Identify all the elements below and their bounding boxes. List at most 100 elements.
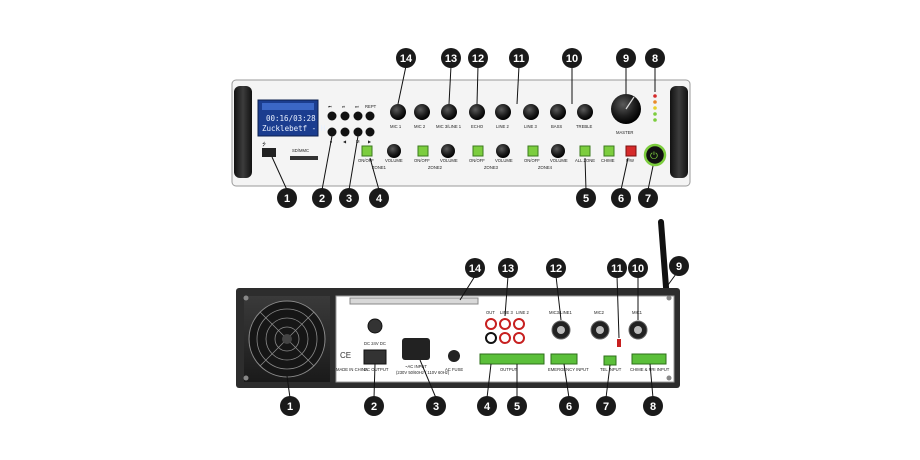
zone3-volume-knob[interactable] [496,144,510,158]
usb-port[interactable] [262,148,276,157]
callout-r-4-badge [477,396,497,416]
front-handle-left[interactable] [234,86,252,178]
leader-r-13 [504,275,509,317]
power-button[interactable] [643,143,667,167]
play-pause-button[interactable] [340,111,350,121]
callout-r-12-badge [546,258,566,278]
callout-f-10-text: 10 [566,53,578,65]
callout-r-13-badge [498,258,518,278]
mic1-knob[interactable] [390,104,406,120]
rca-jacks: OUT LINE 3 LINE 2 [485,310,529,344]
mic2-knob[interactable] [414,104,430,120]
repeat-button[interactable] [365,111,375,121]
callout-r-9-badge [669,256,689,276]
usb-icon: ⭍ [262,142,266,148]
callout-f-4-badge [369,188,389,208]
leader-f-1 [271,156,288,191]
rca-out-top[interactable] [485,318,497,330]
chime-button[interactable] [603,145,615,157]
callout-r-11-text: 11 [611,263,623,275]
forward-button[interactable] [365,127,375,137]
tel-input-terminal[interactable] [603,355,617,366]
callout-r-3-badge [426,396,446,416]
line2-knob[interactable] [495,104,511,120]
front-panel: 00:16/03:28 Zucklebetf - H ⭍ SD/MMC ⏮ ⏯ … [231,79,691,187]
line3-knob[interactable] [523,104,539,120]
treble-knob[interactable] [577,104,593,120]
callout-r-2-text: 2 [371,401,377,413]
rca-line2-bottom[interactable] [513,332,525,344]
callout-f-4-text: 4 [376,193,383,205]
mic3-line1-knob-label: MIC 3/LINE 1 [436,124,462,129]
led-3 [653,106,657,110]
fan-ring-3 [274,326,300,352]
zone3-onoff-button[interactable] [472,145,484,157]
callout-r-14-text: 14 [469,263,482,275]
callout-f-11-text: 11 [513,53,525,65]
rca-out-bottom[interactable] [485,332,497,344]
rca-line3-top[interactable] [499,318,511,330]
dc-label: DC 24V DC [364,341,386,346]
leader-r-11 [616,275,620,339]
mic2-knob-label: MIC 2 [414,124,426,129]
ground-screw[interactable] [367,318,383,334]
zone4-onoff-button[interactable] [527,145,539,157]
phantom-switch[interactable] [617,339,621,347]
leader-f-13 [448,65,452,105]
callout-f-9-badge [616,48,636,68]
stop-button[interactable] [327,127,337,137]
zone4-volume-knob[interactable] [551,144,565,158]
ce-mark: CE [340,351,351,360]
echo-knob[interactable] [469,104,485,120]
leader-r-7 [605,364,611,399]
mode-button[interactable] [353,127,363,137]
bass-knob[interactable] [550,104,566,120]
mic1-label: MIC1 [632,310,643,315]
zone1-volume-knob[interactable] [387,144,401,158]
callout-f-5-badge [576,188,596,208]
prev-button[interactable] [327,111,337,121]
leader-f-11 [516,65,520,105]
zone1-onoff-button[interactable] [361,145,373,157]
callout-f-9-text: 9 [623,53,629,65]
callout-f-2-badge [312,188,332,208]
callout-r-6-text: 6 [566,401,572,413]
dc-output-terminal[interactable] [363,349,387,365]
pwr-button[interactable] [625,145,637,157]
ac-input-socket[interactable] [402,338,430,360]
emergency-input-terminal[interactable] [550,353,578,365]
callout-r-8-text: 8 [650,401,656,413]
mic3-line1-knob[interactable] [441,104,457,120]
back-button[interactable] [340,127,350,137]
leader-r-1 [286,375,291,399]
rca-out-label: OUT [486,310,495,315]
sd-card-slot[interactable] [290,156,318,160]
front-handle-right[interactable] [670,86,688,178]
callout-f-11-badge [509,48,529,68]
leader-r-3 [419,359,437,399]
made-in-label: MADE IN CHINA [336,367,368,372]
transport-buttons: ⏮ ⏯ ⏭ REPT ⏹ ◀ M ▶ [327,104,377,144]
leader-r-4 [486,363,492,399]
wifi-antenna[interactable] [658,219,670,303]
zone2-volume-knob[interactable] [441,144,455,158]
mic2-xlr-inner [596,326,604,334]
btn-label-top-3: ⏭ [355,104,359,109]
zone2-onoff-label: ON/OFF [414,158,430,163]
ac-fuse-holder[interactable] [448,350,460,362]
chime-pri-input-label: CHIME & PRI INPUT [630,367,670,372]
all-zone-button[interactable] [579,145,591,157]
callout-f-3-badge [339,188,359,208]
next-button[interactable] [353,111,363,121]
callout-f-14-text: 14 [400,53,413,65]
zone2-onoff-button[interactable] [417,145,429,157]
leader-r-6 [563,363,570,399]
rca-line2-top[interactable] [513,318,525,330]
output-terminal-block[interactable] [479,353,545,365]
btn-label-bot-4: ▶ [368,139,372,144]
top-knob-row: MIC 1 MIC 2 MIC 3/LINE 1 ECHO LINE 2 LIN… [390,104,593,129]
leader-f-3 [348,135,359,191]
chime-pri-input-terminal[interactable] [631,353,667,365]
rca-line3-bottom[interactable] [499,332,511,344]
level-meter [653,94,657,122]
